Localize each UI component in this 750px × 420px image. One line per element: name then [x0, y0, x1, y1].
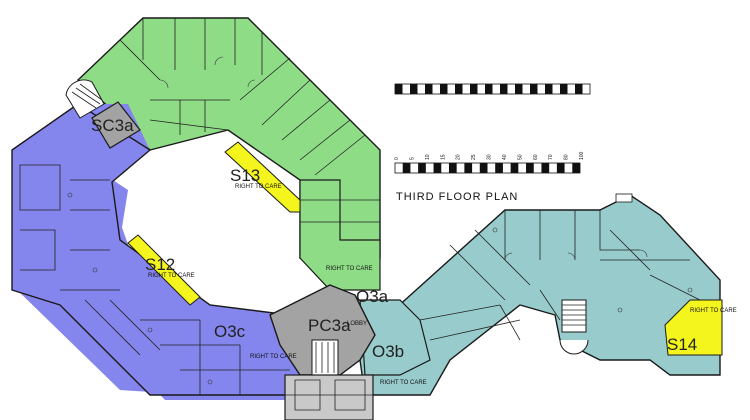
scale-bar-labels: 0 5 10 15 20 25 30 40 50 60 70 80 100: [394, 151, 585, 160]
s14-zone: [664, 299, 723, 356]
right-to-care-label: RIGHT TO CARE: [250, 354, 297, 360]
scale-segment: [455, 84, 463, 94]
sc3a-core: SC3a: [65, 79, 141, 149]
s13-label: S13: [230, 166, 260, 185]
scale-segment: [510, 163, 519, 173]
scale-bar-top-ticks: [395, 84, 583, 94]
scale-segment: [541, 163, 550, 173]
scale-bar-bottom-ticks: [402, 163, 580, 173]
right-to-care-label: RIGHT TO CARE: [326, 266, 373, 272]
plan-title: THIRD FLOOR PLAN: [396, 191, 518, 203]
scale-segment: [448, 163, 457, 173]
scale-tick-label: 0: [394, 157, 400, 160]
scale-segment: [402, 163, 411, 173]
right-to-care-label: RIGHT TO CARE: [690, 308, 737, 314]
scale-tick-label: 25: [471, 154, 477, 160]
scale-segment: [410, 84, 418, 94]
lower-core-block: [284, 374, 374, 420]
scale-bar-group: 0 5 10 15 20 25 30 40 50 60 70 80 100: [394, 83, 591, 174]
lower-core: [284, 374, 374, 420]
scale-segment: [530, 84, 538, 94]
pc3a-core: PC3a LOBBY: [269, 284, 376, 376]
green-wing: [76, 17, 381, 291]
sc3a-label: SC3a: [91, 116, 134, 135]
scale-tick-label: 10: [425, 154, 431, 160]
scale-segment: [500, 84, 508, 94]
scale-segment: [433, 163, 442, 173]
right-to-care-label: RIGHT TO CARE: [235, 184, 282, 190]
scale-segment: [515, 84, 523, 94]
scale-segment: [425, 84, 433, 94]
scale-segment: [575, 84, 583, 94]
green-zone-corridor: [299, 179, 381, 291]
scale-tick-label: 50: [517, 154, 523, 160]
o3b-label: O3b: [372, 342, 404, 361]
teal-wing: [354, 194, 721, 396]
scale-segment: [560, 84, 568, 94]
scale-segment: [470, 84, 478, 94]
scale-tick-label: 30: [487, 154, 493, 160]
scale-tick-label: 100: [579, 151, 585, 160]
s13-zone: [224, 141, 301, 213]
scale-segment: [464, 163, 473, 173]
sc3a-stair-arc: [65, 79, 105, 119]
scale-segment: [572, 163, 580, 173]
s12-area: S12 RIGHT TO CARE: [127, 234, 201, 306]
s14-label: S14: [667, 335, 697, 354]
pc3a-zone: [269, 284, 376, 376]
scale-tick-label: 20: [456, 154, 462, 160]
scale-segment: [440, 84, 448, 94]
scale-segment: [479, 163, 488, 173]
right-stair-arc: [559, 339, 589, 355]
marker-box: [615, 193, 633, 203]
scale-tick-label: 40: [502, 154, 508, 160]
scale-tick-label: 15: [440, 154, 446, 160]
scale-segment: [395, 84, 403, 94]
pc3a-label: PC3a: [308, 316, 351, 335]
lobby-label: LOBBY: [347, 321, 367, 327]
s14-area: S14 RIGHT TO CARE: [664, 299, 737, 356]
s13-area: S13 RIGHT TO CARE: [224, 141, 301, 213]
o3c-label: O3c: [214, 322, 246, 341]
scale-segment: [526, 163, 534, 173]
scale-segment: [418, 163, 426, 173]
scale-segment: [556, 163, 565, 173]
scale-segment: [495, 163, 503, 173]
scale-tick-label: 60: [533, 154, 539, 160]
o3a-label: O3a: [356, 287, 389, 306]
s12-zone: [127, 234, 201, 306]
s12-label: S12: [145, 255, 175, 274]
right-to-care-label: RIGHT TO CARE: [380, 380, 427, 386]
scale-segment: [485, 84, 493, 94]
sc3a-zone: [91, 101, 141, 149]
right-to-care-label: RIGHT TO CARE: [148, 273, 195, 279]
scale-tick-label: 70: [548, 154, 554, 160]
scale-segment: [545, 84, 553, 94]
scale-tick-label: 80: [564, 154, 570, 160]
scale-tick-label: 5: [409, 157, 415, 160]
